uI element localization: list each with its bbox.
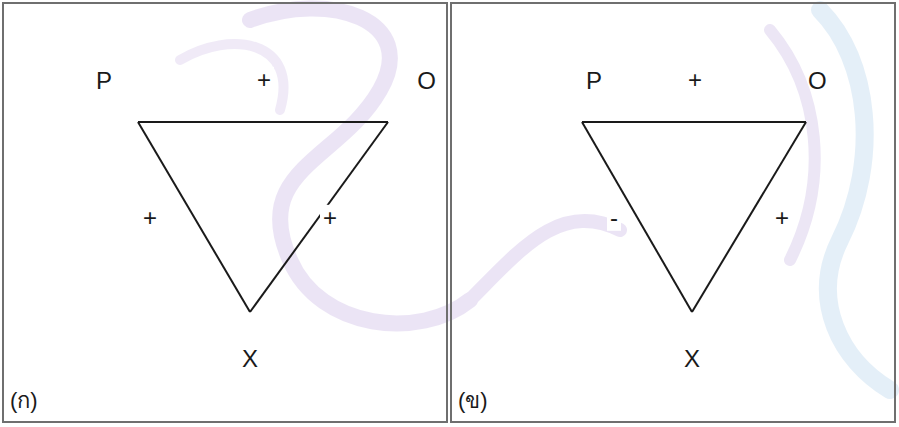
sign-label: - — [607, 205, 621, 231]
panel-label: (ข) — [458, 389, 488, 413]
vertex-letter: O — [417, 68, 436, 94]
panel-frame: (ก) P O X — [2, 2, 448, 423]
sign-label: + — [772, 205, 792, 231]
vertex-letter: X — [242, 346, 258, 372]
vertex-letter: P — [96, 68, 112, 94]
relation-line — [250, 122, 388, 312]
watermark-swirl — [180, 44, 284, 110]
watermark-swirl — [470, 221, 620, 300]
sign-label: + — [140, 205, 160, 231]
relation-line — [692, 122, 806, 312]
sign-label: + — [254, 67, 274, 93]
sign-label: + — [685, 67, 705, 93]
vertex-node: O — [388, 62, 440, 122]
vertex-node: X — [672, 312, 712, 376]
relation-line — [582, 121, 806, 123]
panel-label: (ก) — [10, 389, 38, 413]
vertex-letter: X — [684, 346, 700, 372]
vertex-node: O — [806, 62, 836, 122]
relation-line — [582, 122, 692, 312]
panel-frame: (ข) P O X — [450, 2, 896, 423]
watermark-swirl — [820, 10, 890, 390]
vertex-letter: P — [586, 68, 602, 94]
relation-line — [138, 121, 388, 123]
vertex-node: P — [88, 62, 138, 122]
sign-label: + — [320, 205, 340, 231]
vertex-letter: O — [808, 68, 827, 94]
vertex-node: X — [230, 312, 270, 376]
watermark-swirl — [250, 8, 470, 323]
relation-line — [138, 122, 250, 312]
vertex-node: P — [582, 62, 612, 122]
